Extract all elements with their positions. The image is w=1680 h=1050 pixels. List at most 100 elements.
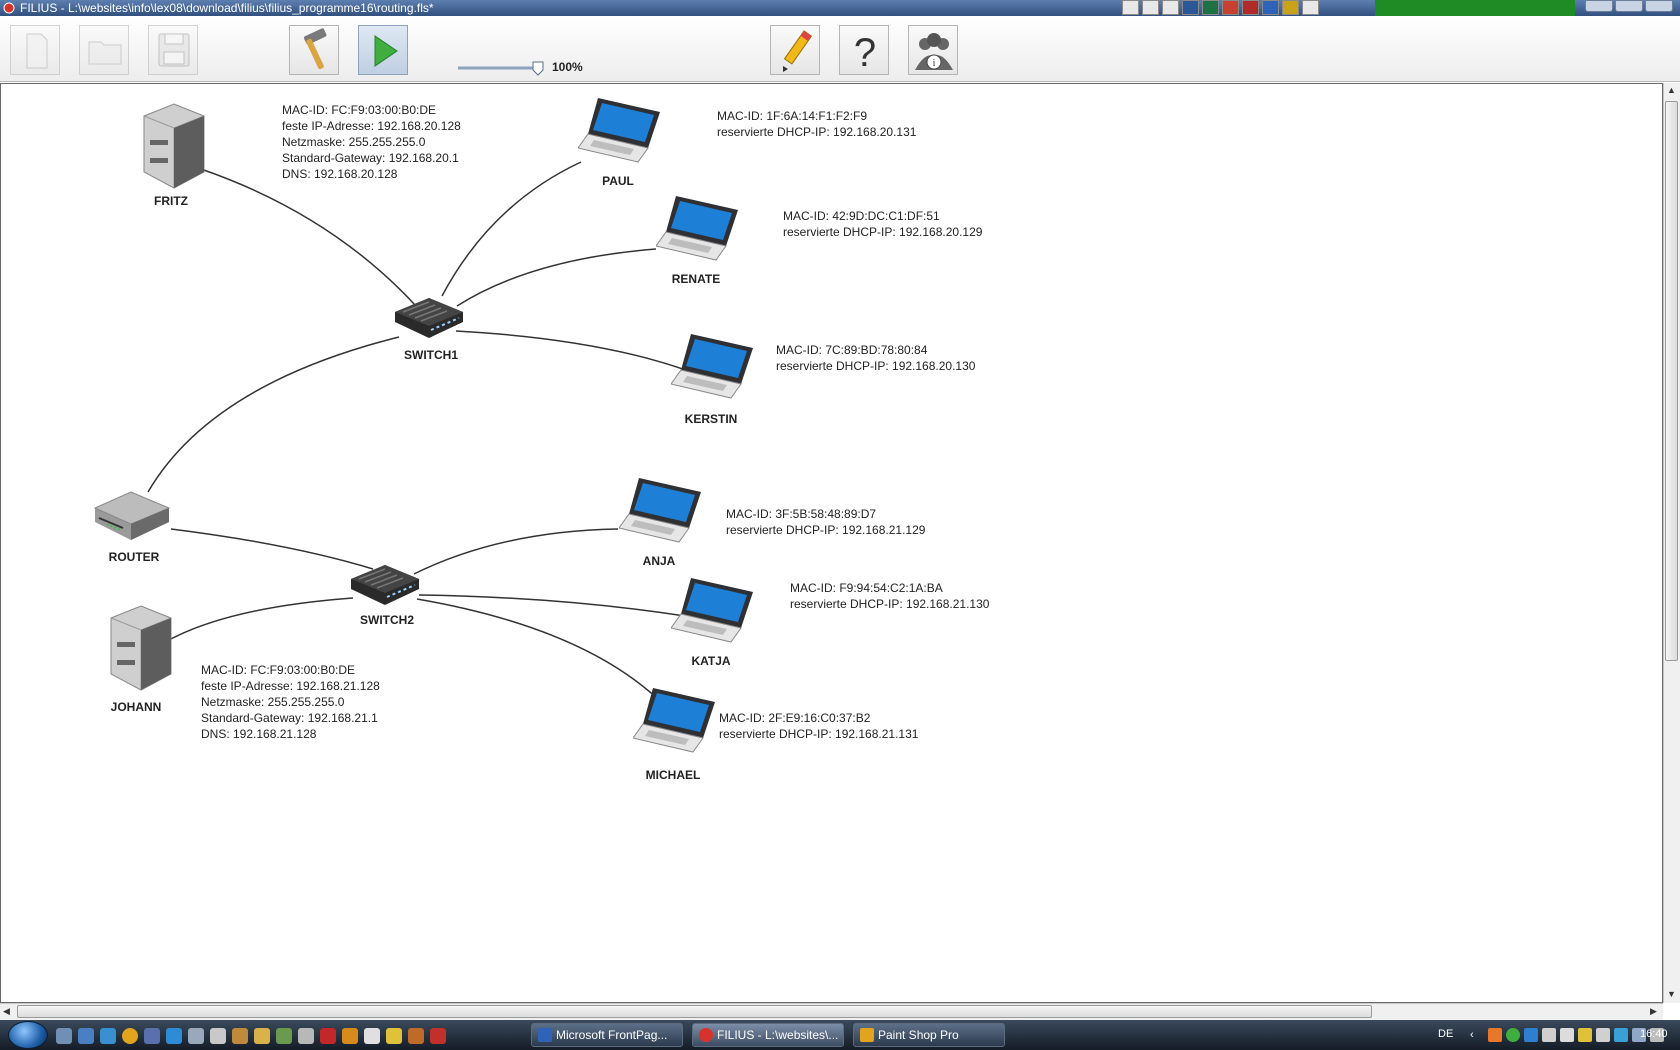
tray-icon[interactable] — [1596, 1028, 1610, 1042]
app-icon[interactable] — [320, 1028, 336, 1044]
app-icon[interactable] — [232, 1028, 248, 1044]
app-icon[interactable] — [298, 1028, 314, 1044]
app-icon[interactable] — [100, 1028, 116, 1044]
app-icon[interactable] — [1282, 0, 1299, 15]
app-icon[interactable] — [430, 1028, 446, 1044]
floppy-disk-icon — [158, 33, 190, 67]
device-label: JOHANN — [110, 700, 162, 714]
server-node-johann[interactable]: JOHANN — [103, 604, 173, 714]
close-button[interactable] — [1645, 0, 1673, 12]
minimize-button[interactable] — [1585, 0, 1613, 12]
cable[interactable] — [416, 598, 669, 710]
app-icon[interactable] — [254, 1028, 270, 1044]
app-icon[interactable] — [364, 1028, 380, 1044]
app-icon[interactable] — [1262, 0, 1279, 15]
vertical-scroll-thumb[interactable] — [1665, 101, 1678, 661]
laptop-node-paul[interactable]: PAUL — [577, 96, 664, 188]
quick-launch-bar — [56, 1028, 446, 1044]
switch-icon — [395, 298, 463, 338]
system-clock[interactable]: 16:40 — [1640, 1028, 1668, 1040]
app-icon[interactable] — [1122, 0, 1139, 15]
scroll-down-arrow-icon[interactable]: ▼ — [1667, 989, 1676, 999]
open-file-button[interactable] — [79, 25, 129, 75]
taskbar-item-label: Microsoft FrontPag... — [556, 1028, 668, 1042]
zoom-slider[interactable] — [456, 60, 546, 76]
app-icon[interactable] — [1162, 0, 1179, 15]
cable[interactable] — [441, 161, 582, 297]
browser-icon[interactable] — [122, 1028, 138, 1044]
switch-node-switch1[interactable]: SWITCH1 — [393, 292, 465, 362]
network-canvas[interactable]: FRITZ MAC-ID: FC:F9:03:00:B0:DE feste IP… — [0, 83, 1663, 1003]
app-icon[interactable] — [1222, 0, 1239, 15]
edit-button[interactable] — [770, 25, 820, 75]
cable[interactable] — [413, 528, 619, 575]
server-node-fritz[interactable]: FRITZ — [136, 102, 206, 208]
volume-icon[interactable] — [1650, 1028, 1664, 1042]
maximize-button[interactable] — [1615, 0, 1643, 12]
new-file-button[interactable] — [10, 25, 60, 75]
svg-text:?: ? — [854, 31, 876, 75]
hammer-icon — [303, 28, 327, 70]
word-icon[interactable] — [1182, 0, 1199, 15]
switch-node-switch2[interactable]: SWITCH2 — [349, 559, 421, 627]
tray-icon[interactable] — [1614, 1028, 1628, 1042]
laptop-node-renate[interactable]: RENATE — [655, 194, 742, 286]
laptop-node-michael[interactable]: MICHAEL — [632, 686, 719, 782]
scroll-right-arrow-icon[interactable]: ▶ — [1650, 1006, 1657, 1016]
cable[interactable] — [170, 528, 374, 570]
app-icon[interactable] — [166, 1028, 182, 1044]
horizontal-scroll-thumb[interactable] — [17, 1005, 1372, 1018]
tray-icon[interactable] — [1506, 1028, 1520, 1042]
app-icon[interactable] — [408, 1028, 424, 1044]
app-icon[interactable] — [386, 1028, 402, 1044]
netmask-text: Netzmaske: 255.255.255.0 — [201, 695, 345, 709]
app-icon[interactable] — [56, 1028, 72, 1044]
tray-icon[interactable] — [1578, 1028, 1592, 1042]
router-node[interactable]: ROUTER — [93, 484, 173, 564]
taskbar-item-paint-shop-pro[interactable]: Paint Shop Pro — [853, 1023, 1005, 1047]
laptop-node-anja[interactable]: ANJA — [618, 476, 705, 568]
network-icon[interactable] — [1632, 1028, 1646, 1042]
device-label: MICHAEL — [645, 768, 701, 782]
cable[interactable] — [168, 597, 354, 641]
horizontal-scrollbar[interactable]: ◀ ▶ — [0, 1003, 1663, 1020]
language-indicator[interactable]: DE — [1438, 1028, 1454, 1040]
app-icon[interactable] — [276, 1028, 292, 1044]
cable[interactable] — [200, 168, 417, 307]
start-button[interactable] — [8, 1021, 48, 1049]
app-icon[interactable] — [210, 1028, 226, 1044]
scroll-left-arrow-icon[interactable]: ◀ — [3, 1006, 10, 1016]
app-icon[interactable] — [188, 1028, 204, 1044]
cable[interactable] — [147, 336, 400, 493]
laptop-node-kerstin[interactable]: KERSTIN — [670, 332, 757, 426]
paint-shop-pro-icon — [860, 1028, 874, 1042]
cable[interactable] — [455, 330, 692, 373]
app-icon[interactable] — [78, 1028, 94, 1044]
vertical-scrollbar[interactable]: ▲ ▼ — [1663, 83, 1680, 1003]
taskbar-item-filius[interactable]: FILIUS - L:\websites\... — [692, 1023, 844, 1047]
tray-icon[interactable] — [1524, 1028, 1538, 1042]
window-title: FILIUS - L:\websites\info\lex08\download… — [20, 1, 434, 15]
scroll-up-arrow-icon[interactable]: ▲ — [1667, 85, 1676, 95]
tray-icon[interactable] — [1488, 1028, 1502, 1042]
about-button[interactable]: i — [908, 25, 958, 75]
zoom-slider-thumb[interactable] — [532, 61, 544, 76]
app-icon[interactable] — [1142, 0, 1159, 15]
dns-text: DNS: 192.168.21.128 — [201, 727, 317, 741]
app-icon[interactable] — [342, 1028, 358, 1044]
app-icon[interactable] — [1242, 0, 1259, 15]
tray-icon[interactable] — [1560, 1028, 1574, 1042]
save-button[interactable] — [148, 25, 198, 75]
help-button[interactable]: ? — [839, 25, 889, 75]
excel-icon[interactable] — [1202, 0, 1219, 15]
design-mode-button[interactable] — [289, 25, 339, 75]
taskbar-item-frontpage[interactable]: Microsoft FrontPag... — [531, 1023, 683, 1047]
simulation-mode-button[interactable] — [358, 25, 408, 75]
laptop-node-katja[interactable]: KATJA — [670, 576, 757, 668]
cable[interactable] — [456, 248, 657, 307]
tray-chevron-icon[interactable]: ‹ — [1470, 1029, 1474, 1041]
tray-icon[interactable] — [1542, 1028, 1556, 1042]
app-icon[interactable] — [144, 1028, 160, 1044]
cable[interactable] — [418, 594, 686, 617]
app-icon[interactable] — [1302, 0, 1319, 15]
